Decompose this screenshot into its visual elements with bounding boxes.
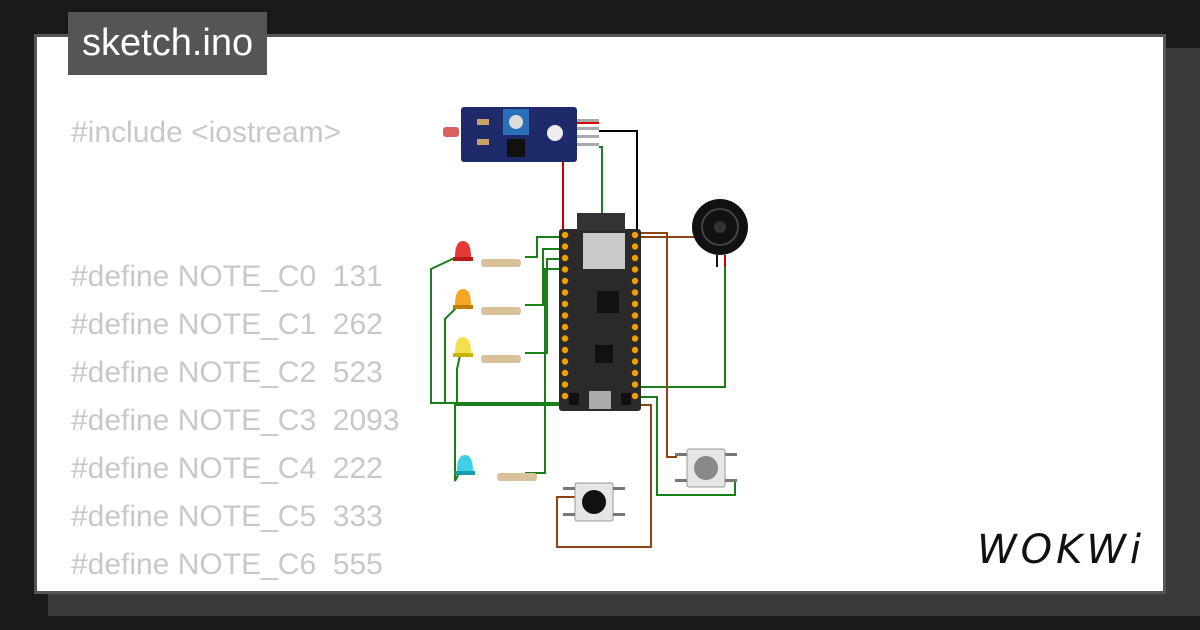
circuit-diagram bbox=[430, 107, 748, 548]
header-pin bbox=[631, 254, 639, 262]
header-pin bbox=[631, 335, 639, 342]
buzzer bbox=[692, 199, 748, 267]
header-pin bbox=[631, 369, 639, 377]
code-line: #include <iostream> bbox=[71, 116, 342, 149]
wokwi-logo: WOKWi bbox=[977, 527, 1145, 573]
wire-green bbox=[525, 236, 559, 258]
wire-brown bbox=[556, 404, 652, 548]
header-pin bbox=[631, 381, 639, 388]
led-orange bbox=[453, 289, 521, 315]
header-pin bbox=[561, 254, 569, 262]
code-line: #define NOTE_C0 131 bbox=[71, 260, 383, 293]
header-pin bbox=[561, 312, 569, 319]
header-pin bbox=[631, 300, 639, 308]
header-pin bbox=[561, 381, 569, 388]
ldr-sensor-module bbox=[443, 107, 599, 162]
header-pin bbox=[631, 277, 639, 285]
led-yellow bbox=[453, 337, 521, 363]
header-pin bbox=[631, 231, 639, 239]
header-pin bbox=[561, 243, 569, 250]
header-pin bbox=[561, 392, 569, 400]
header-pin bbox=[631, 266, 639, 273]
header-pin bbox=[561, 231, 569, 239]
preview-card: #include <iostream> #define NOTE_C0 131 #… bbox=[34, 34, 1166, 594]
pushbutton-2 bbox=[563, 482, 625, 522]
header-pin bbox=[561, 277, 569, 285]
led-red bbox=[453, 241, 521, 267]
wire-brown bbox=[639, 232, 677, 458]
header-pin bbox=[631, 289, 639, 296]
header-pin bbox=[561, 266, 569, 273]
file-title: sketch.ino bbox=[68, 12, 268, 75]
header-pin bbox=[561, 369, 569, 377]
header-pin bbox=[631, 358, 639, 365]
header-pin bbox=[561, 346, 569, 354]
header-pin bbox=[631, 392, 639, 400]
pushbutton-1 bbox=[675, 448, 737, 488]
code-line: #define NOTE_C5 333 bbox=[71, 500, 383, 533]
header-pin bbox=[631, 323, 639, 331]
header-pin bbox=[631, 346, 639, 354]
esp32-board bbox=[559, 213, 641, 411]
wire-green bbox=[639, 255, 726, 388]
wire-green bbox=[639, 396, 736, 496]
wire-green bbox=[525, 248, 559, 306]
code-line: #define NOTE_C1 262 bbox=[71, 308, 383, 341]
code-line: #define NOTE_C3 2093 bbox=[71, 404, 400, 437]
code-preview: #include <iostream> #define NOTE_C0 131 #… bbox=[71, 109, 400, 591]
code-line: #define NOTE_C2 523 bbox=[71, 356, 383, 389]
wire-green bbox=[525, 268, 559, 474]
header-pin bbox=[631, 312, 639, 319]
header-pin bbox=[561, 289, 569, 296]
wire-green bbox=[456, 350, 462, 403]
header-pin bbox=[631, 243, 639, 250]
header-pin bbox=[561, 323, 569, 331]
header-pin bbox=[561, 300, 569, 308]
code-line: #define NOTE_C4 222 bbox=[71, 452, 383, 485]
wire-green bbox=[525, 258, 559, 354]
header-pin bbox=[561, 358, 569, 365]
led-cyan bbox=[455, 455, 537, 481]
header-pin bbox=[561, 335, 569, 342]
code-line: #define NOTE_C6 555 bbox=[71, 548, 383, 581]
wire-green bbox=[430, 254, 559, 404]
